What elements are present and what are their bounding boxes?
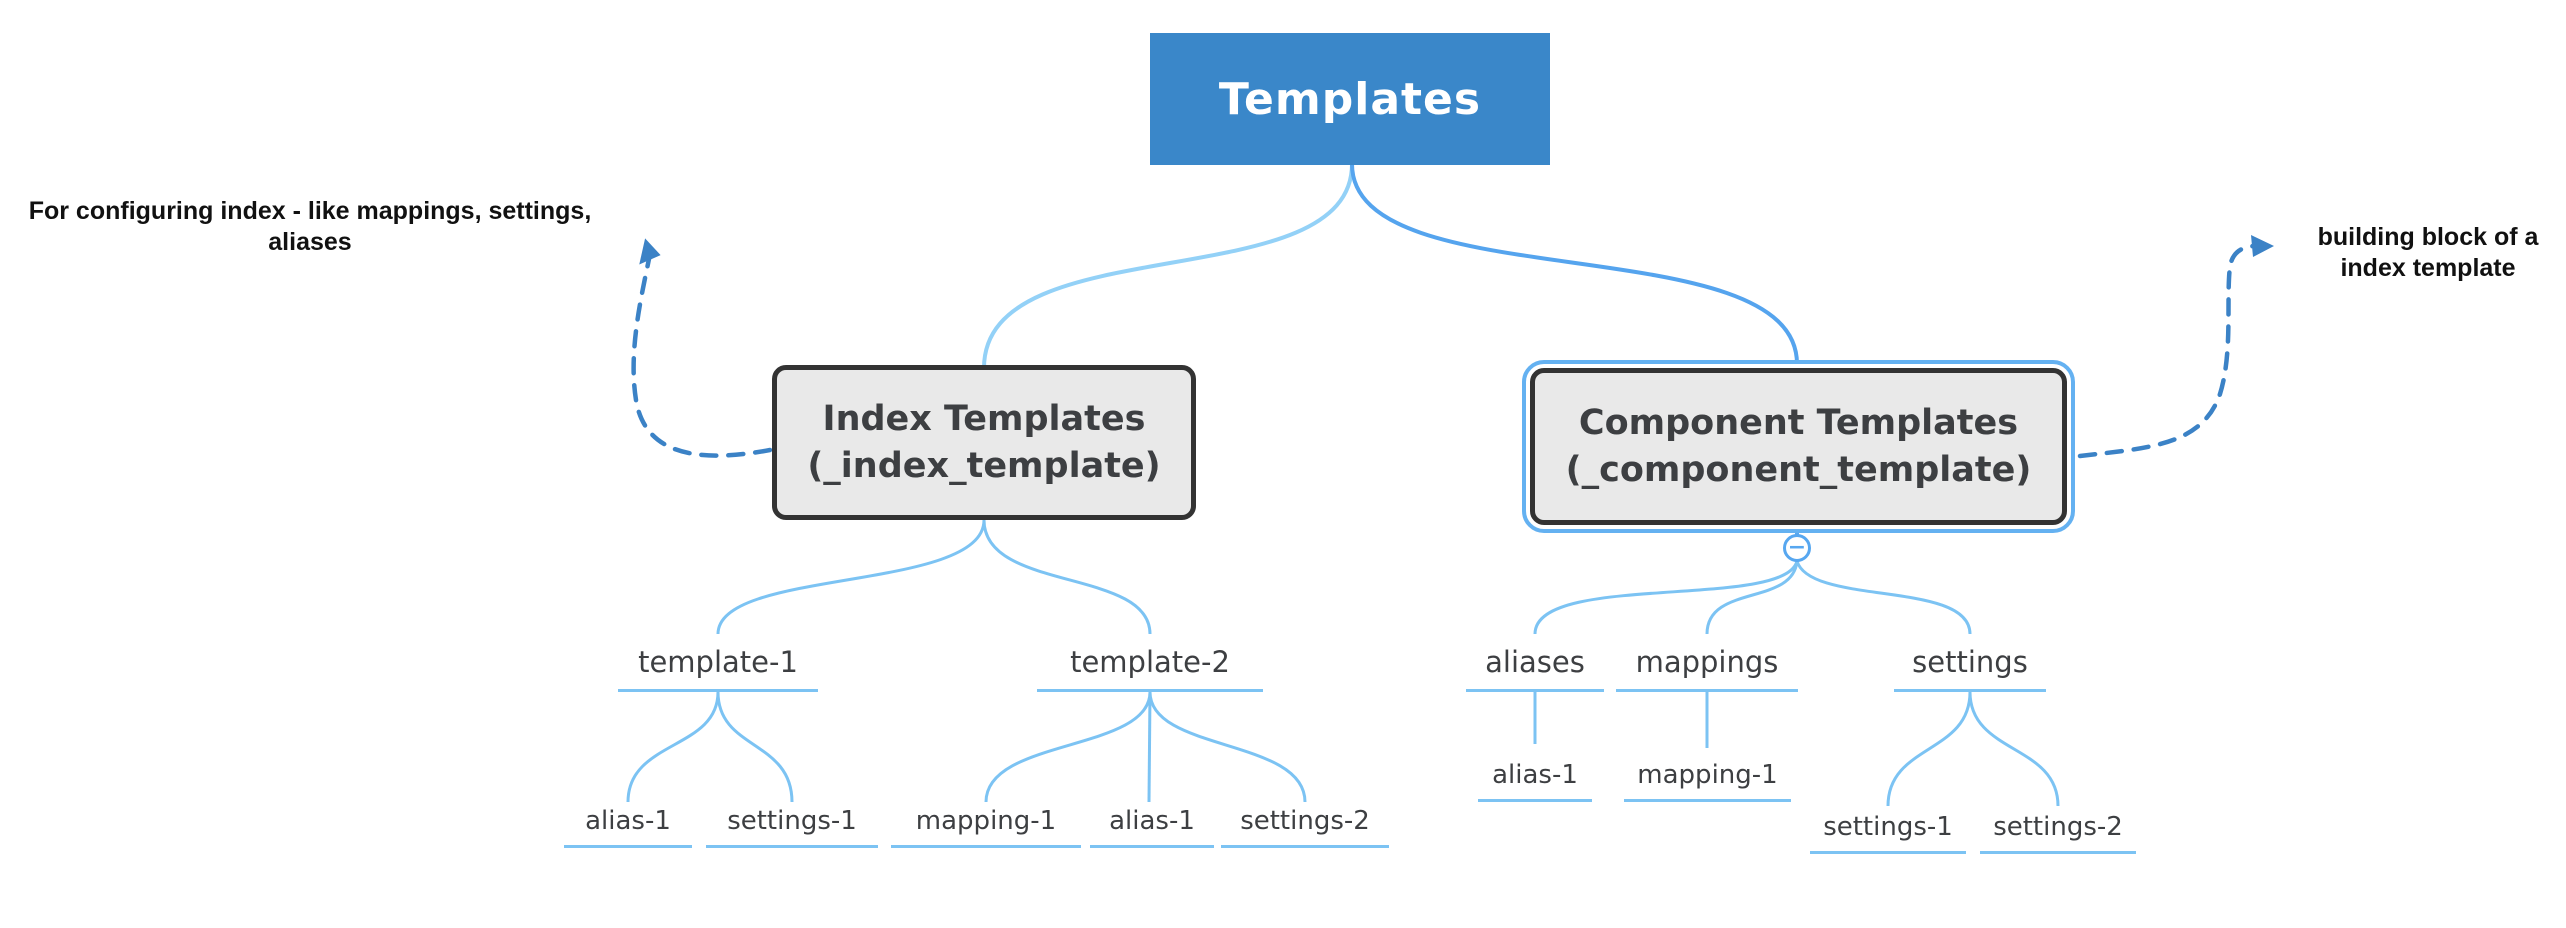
node-settings-settings-1[interactable]: settings-1: [1810, 806, 1966, 854]
connector-template2-to-settings2: [1148, 691, 1307, 803]
node-aliases-alias-1[interactable]: alias-1: [1478, 754, 1592, 802]
annotation-right[interactable]: building block of a index template: [2302, 222, 2554, 284]
dashed-arrow-left: [631, 251, 773, 458]
annotation-left[interactable]: For configuring index - like mappings, s…: [8, 196, 612, 258]
connector-template2-to-mapping1: [984, 691, 1152, 803]
node-template-1[interactable]: template-1: [618, 634, 818, 692]
dashed-arrow-right-head: [2251, 235, 2274, 257]
node-index-templates[interactable]: Index Templates (_index_template): [772, 365, 1196, 520]
node-index-templates-subtitle: (_index_template): [807, 445, 1161, 486]
node-template1-settings-1[interactable]: settings-1: [706, 800, 878, 848]
node-template1-alias-1[interactable]: alias-1: [564, 800, 692, 848]
node-templates[interactable]: Templates: [1150, 33, 1550, 165]
connector-root-to-component: [1350, 163, 1799, 365]
connector-index-to-template2: [982, 519, 1152, 635]
connector-root-to-index: [982, 163, 1354, 369]
connector-settings-to-settings1: [1886, 691, 1972, 807]
dashed-arrow-right: [2077, 243, 2257, 459]
node-component-templates[interactable]: Component Templates (_component_template…: [1522, 360, 2075, 533]
annotation-right-line2: index template: [2340, 254, 2516, 282]
node-mappings-mapping-1[interactable]: mapping-1: [1624, 754, 1791, 802]
node-template2-alias-1[interactable]: alias-1: [1090, 800, 1214, 848]
connector-template1-to-alias1: [626, 691, 720, 803]
node-index-templates-title: Index Templates: [822, 398, 1146, 439]
node-template2-settings-2[interactable]: settings-2: [1221, 800, 1389, 848]
connector-component-to-aliases: [1533, 560, 1799, 635]
connector-template1-to-settings1: [716, 691, 794, 803]
connector-settings-to-settings2: [1968, 691, 2060, 807]
node-template2-mapping-1[interactable]: mapping-1: [891, 800, 1081, 848]
node-settings[interactable]: settings: [1894, 634, 2046, 692]
node-mappings[interactable]: mappings: [1616, 634, 1798, 692]
node-templates-label: Templates: [1218, 73, 1482, 125]
connector-component-to-mappings: [1705, 560, 1799, 635]
connector-index-to-template1: [716, 519, 986, 635]
node-template-2[interactable]: template-2: [1037, 634, 1263, 692]
node-aliases[interactable]: aliases: [1466, 634, 1604, 692]
node-component-templates-subtitle: (_component_template): [1565, 449, 2032, 490]
annotation-left-line1: For configuring index - like mappings, s…: [28, 197, 592, 225]
annotation-left-line2: aliases: [268, 228, 352, 256]
connector-component-to-settings: [1795, 560, 1972, 635]
dashed-arrow-left-head: [639, 238, 661, 265]
connector-template2-to-alias1: [1147, 691, 1152, 803]
node-settings-settings-2[interactable]: settings-2: [1980, 806, 2136, 854]
collapse-toggle-icon[interactable]: −: [1783, 534, 1811, 562]
node-component-templates-title: Component Templates: [1578, 402, 2019, 443]
annotation-right-line1: building block of a: [2317, 223, 2539, 251]
